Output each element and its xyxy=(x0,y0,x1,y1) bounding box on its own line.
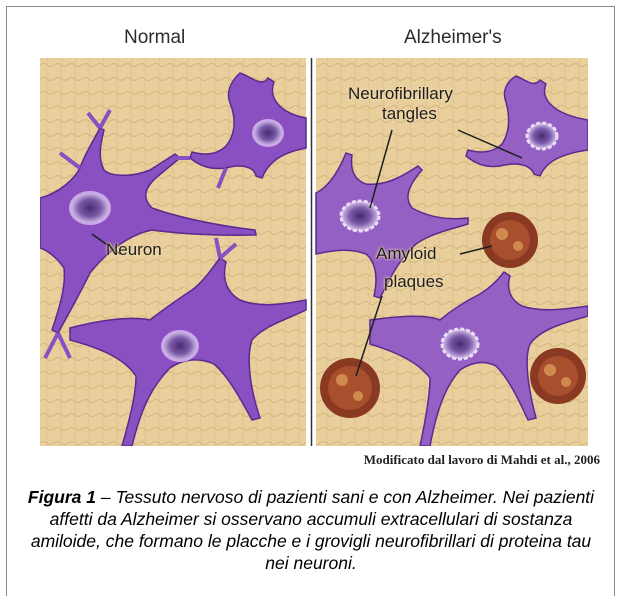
amyloid-plaque-top xyxy=(482,212,538,268)
normal-panel-title: Normal xyxy=(124,27,185,49)
amyloid-plaque-right xyxy=(530,348,586,404)
alzheimer-nucleus-bottom xyxy=(442,329,478,359)
figure-caption: Figura 1 – Tessuto nervoso di pazienti s… xyxy=(24,486,598,574)
source-credit: Modificato dal lavoro di Mahdi et al., 2… xyxy=(364,452,600,468)
tangles-label-line1: Neurofibrillary xyxy=(348,84,453,103)
caption-text: Tessuto nervoso di pazienti sani e con A… xyxy=(31,487,594,573)
tangles-label-line2: tangles xyxy=(382,104,437,123)
alzheimer-nucleus-top xyxy=(527,123,557,149)
caption-dash: – xyxy=(96,487,115,507)
plaques-label-line2: plaques xyxy=(384,272,444,291)
caption-figure-label: Figura 1 xyxy=(28,487,96,507)
normal-nucleus-bottom xyxy=(162,331,198,361)
plaques-label-line1: Amyloid xyxy=(376,244,436,263)
alzheimer-panel-title: Alzheimer's xyxy=(404,27,502,49)
normal-nucleus-top xyxy=(253,120,283,146)
alzheimer-nucleus-left xyxy=(341,201,379,231)
neuron-label: Neuron xyxy=(106,240,162,259)
normal-nucleus-large xyxy=(70,192,110,224)
amyloid-plaque-left xyxy=(320,358,380,418)
